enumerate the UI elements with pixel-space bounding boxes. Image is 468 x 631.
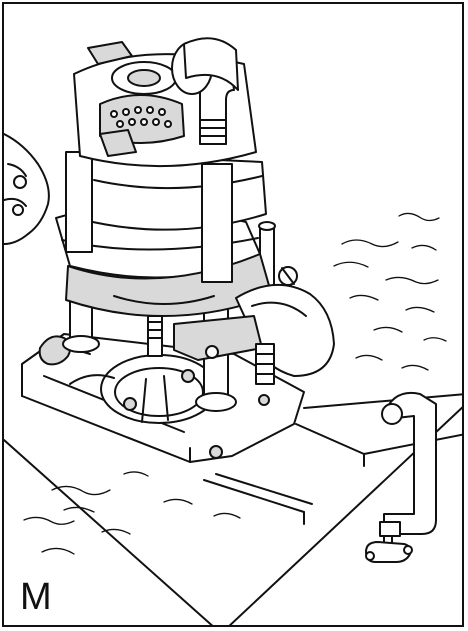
vent-holes <box>110 106 172 128</box>
dust-extraction-elbow <box>171 37 239 145</box>
fine-adjust-screw <box>255 266 298 385</box>
router-motor-body <box>65 151 267 283</box>
operator-hand <box>4 133 50 245</box>
figure-frame: M <box>2 2 464 627</box>
router-right-handle <box>173 284 335 377</box>
router-base-plate <box>21 333 305 463</box>
hose-thread <box>199 119 227 145</box>
plunge-router-clamped-to-workbench-illustration <box>4 37 462 625</box>
c-clamp <box>365 392 437 563</box>
figure-label: M <box>20 576 52 618</box>
